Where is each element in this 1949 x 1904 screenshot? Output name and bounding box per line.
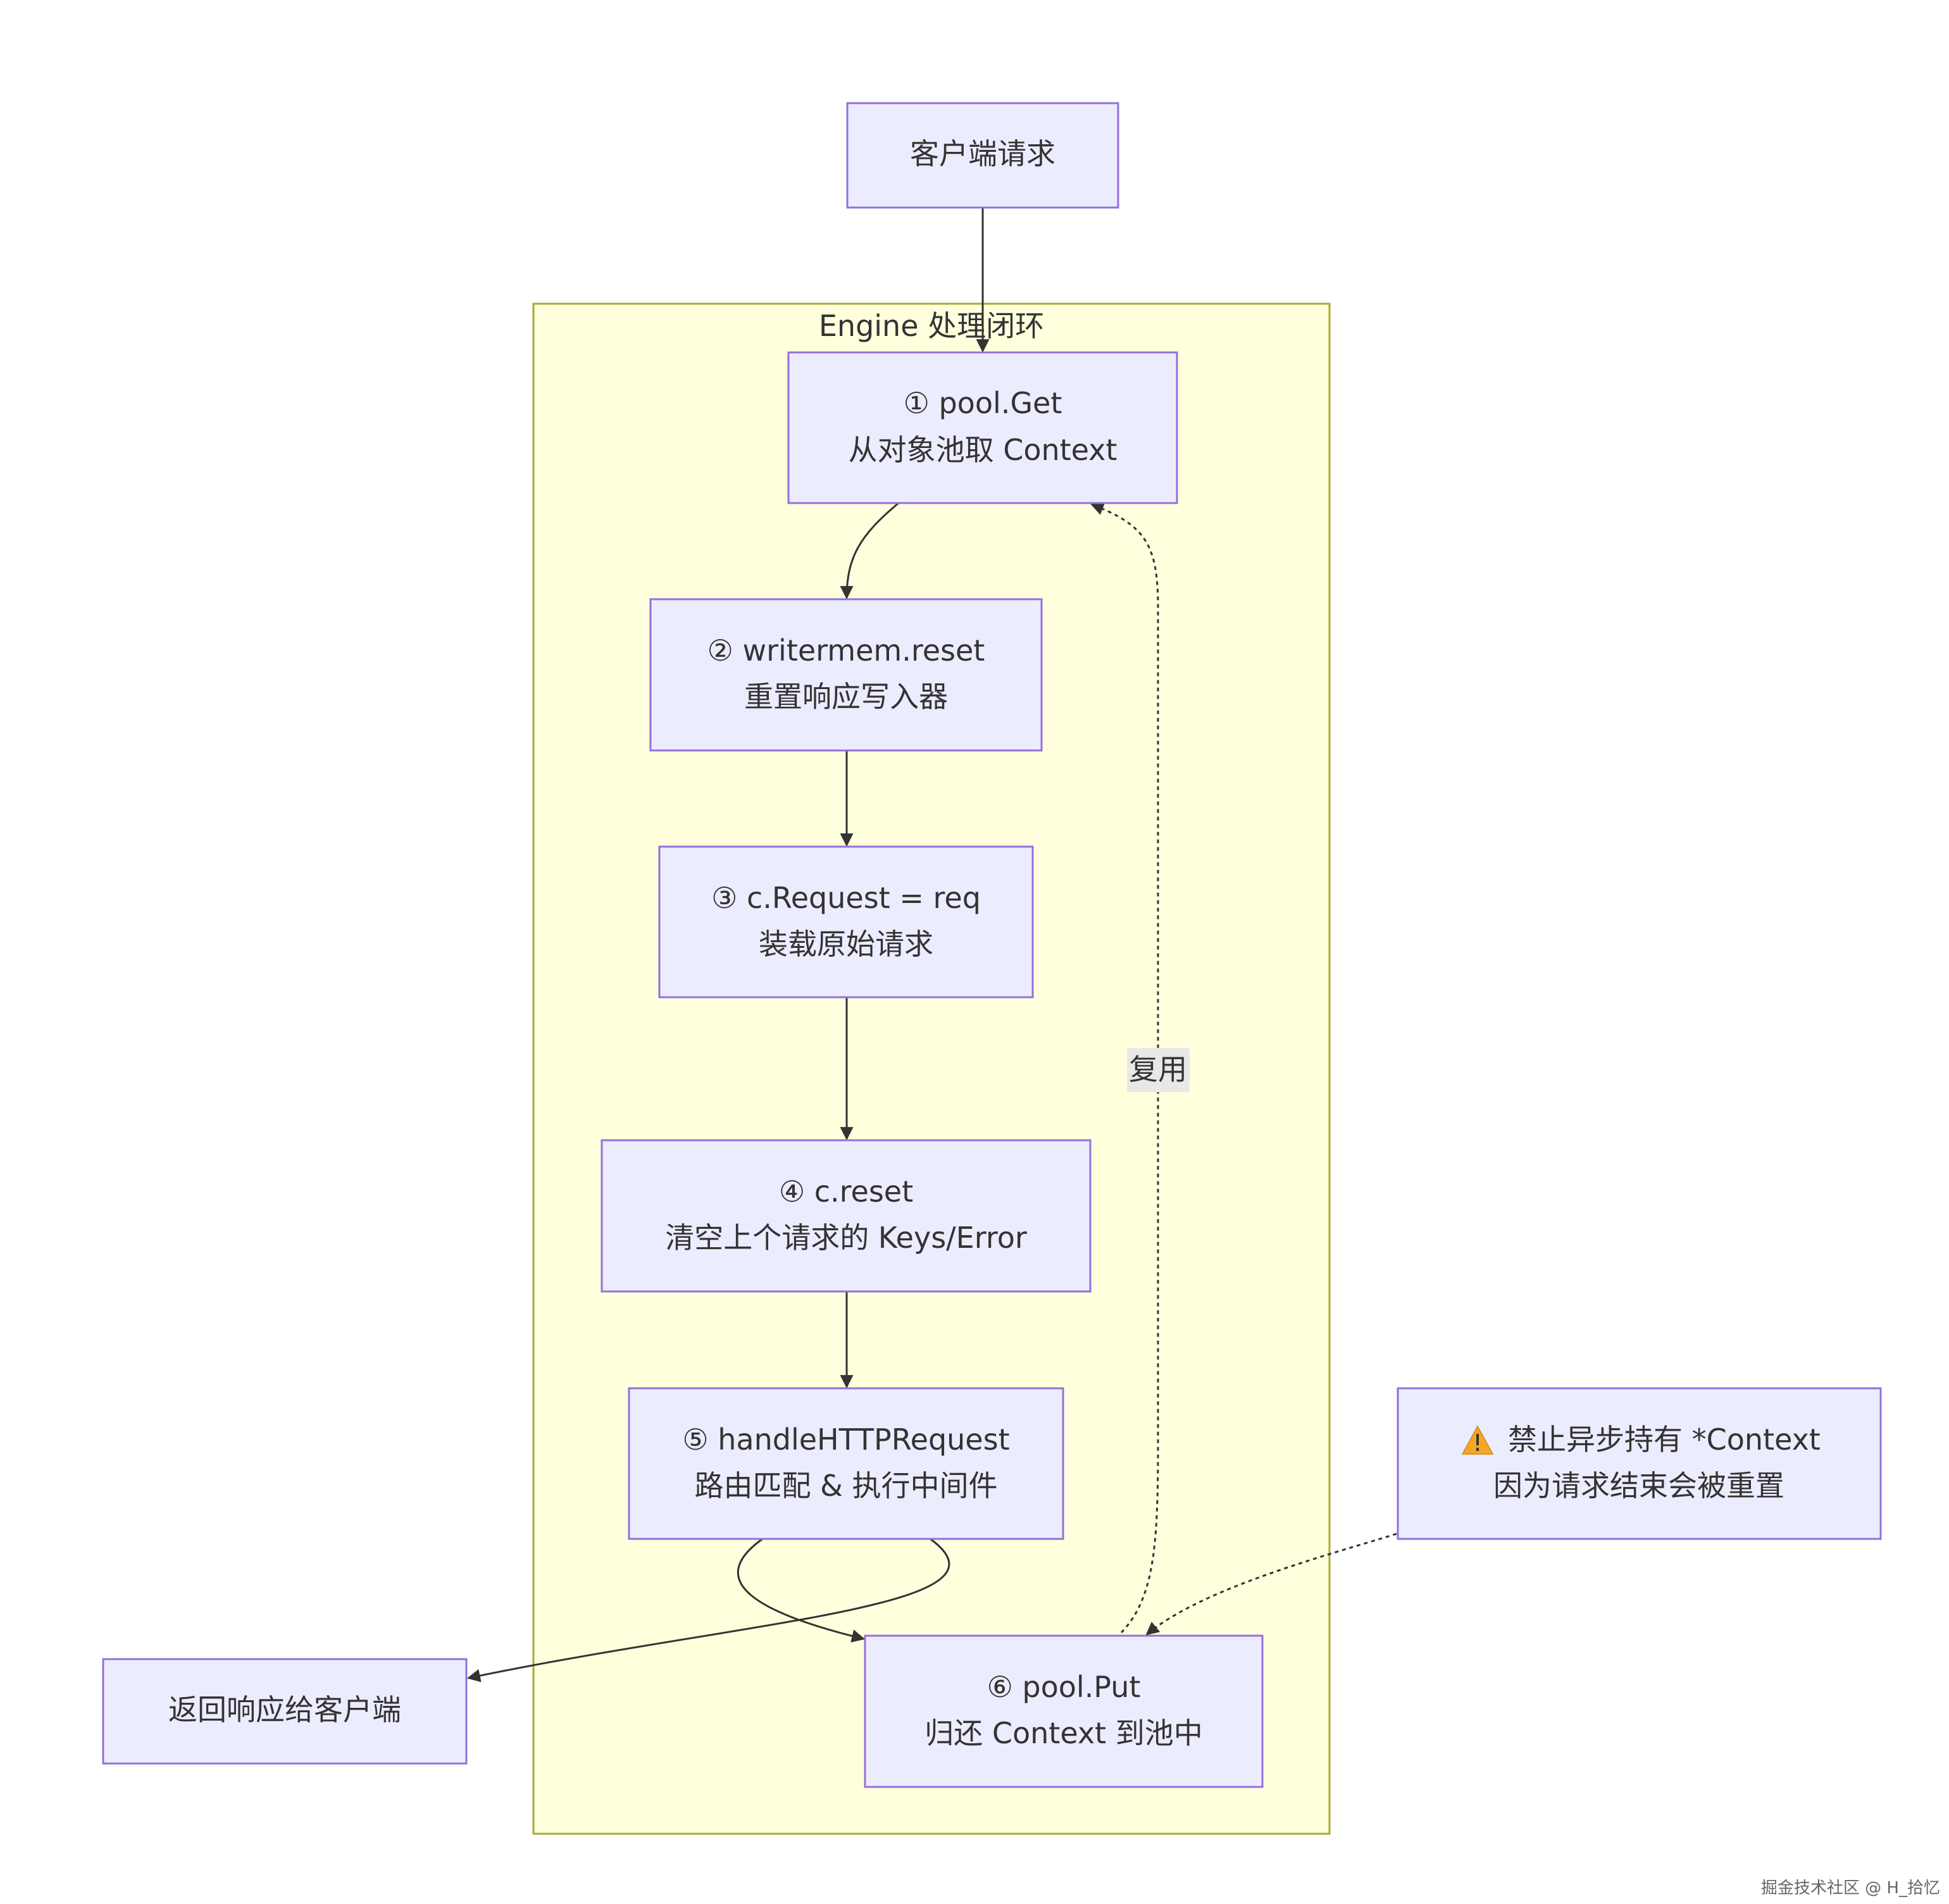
node-writermem-reset: ② writermem.reset 重置响应写入器 bbox=[649, 598, 1043, 752]
node-c-reset-line2: 清空上个请求的 Keys/Error bbox=[665, 1221, 1027, 1255]
warning-icon bbox=[1461, 1425, 1494, 1455]
node-client-request-label: 客户端请求 bbox=[910, 137, 1055, 171]
edge-handle-to-return-response bbox=[466, 1538, 950, 1683]
node-handle-http-line2: 路由匹配 & 执行中间件 bbox=[694, 1469, 997, 1503]
node-return-response: 返回响应给客户端 bbox=[102, 1658, 468, 1765]
node-writermem-reset-line2: 重置响应写入器 bbox=[744, 680, 948, 714]
reuse-edge-label: 复用 bbox=[1127, 1048, 1190, 1092]
node-handle-http-line1: ⑤ handleHTTPRequest bbox=[682, 1422, 1009, 1457]
cluster-title: Engine 处理闭环 bbox=[819, 309, 1044, 343]
node-pool-put-line1: ⑥ pool.Put bbox=[987, 1670, 1141, 1704]
node-request-assign-line1: ③ c.Request = req bbox=[711, 881, 981, 915]
reuse-label: 复用 bbox=[1129, 1052, 1187, 1086]
edge-warning-to-pool-put bbox=[1145, 1533, 1397, 1636]
node-c-reset-line1: ④ c.reset bbox=[779, 1174, 913, 1209]
node-writermem-reset-line1: ② writermem.reset bbox=[707, 633, 985, 668]
node-c-reset: ④ c.reset 清空上个请求的 Keys/Error bbox=[601, 1139, 1092, 1293]
edges bbox=[466, 208, 1397, 1683]
node-pool-get-line1: ① pool.Get bbox=[904, 386, 1062, 420]
node-handle-http: ⑤ handleHTTPRequest 路由匹配 & 执行中间件 bbox=[628, 1387, 1064, 1540]
engine-cluster: Engine 处理闭环 bbox=[532, 302, 1331, 1835]
node-pool-put-line2: 归还 Context 到池中 bbox=[925, 1716, 1202, 1750]
watermark: 掘金技术社区 @ H_拾忆 bbox=[1761, 1879, 1940, 1898]
node-request-assign: ③ c.Request = req 装载原始请求 bbox=[658, 845, 1034, 999]
node-pool-get-line2: 从对象池取 Context bbox=[849, 433, 1118, 467]
node-pool-put: ⑥ pool.Put 归还 Context 到池中 bbox=[864, 1634, 1264, 1788]
edge-pool-get-to-writermem bbox=[840, 502, 899, 600]
node-client-request: 客户端请求 bbox=[846, 102, 1119, 209]
node-warning-note-line1: 禁止异步持有 *Context bbox=[1508, 1422, 1821, 1457]
node-request-assign-line2: 装载原始请求 bbox=[759, 927, 933, 961]
node-return-response-label: 返回响应给客户端 bbox=[168, 1693, 401, 1727]
edge-pool-put-reuse-to-pool-get bbox=[1090, 502, 1159, 1634]
node-pool-get: ① pool.Get 从对象池取 Context bbox=[787, 351, 1178, 504]
node-warning-note-line2: 因为请求结束会被重置 bbox=[1493, 1469, 1784, 1503]
edge-handle-to-pool-put bbox=[737, 1538, 866, 1643]
node-warning-note: 禁止异步持有 *Context 因为请求结束会被重置 bbox=[1397, 1387, 1882, 1540]
